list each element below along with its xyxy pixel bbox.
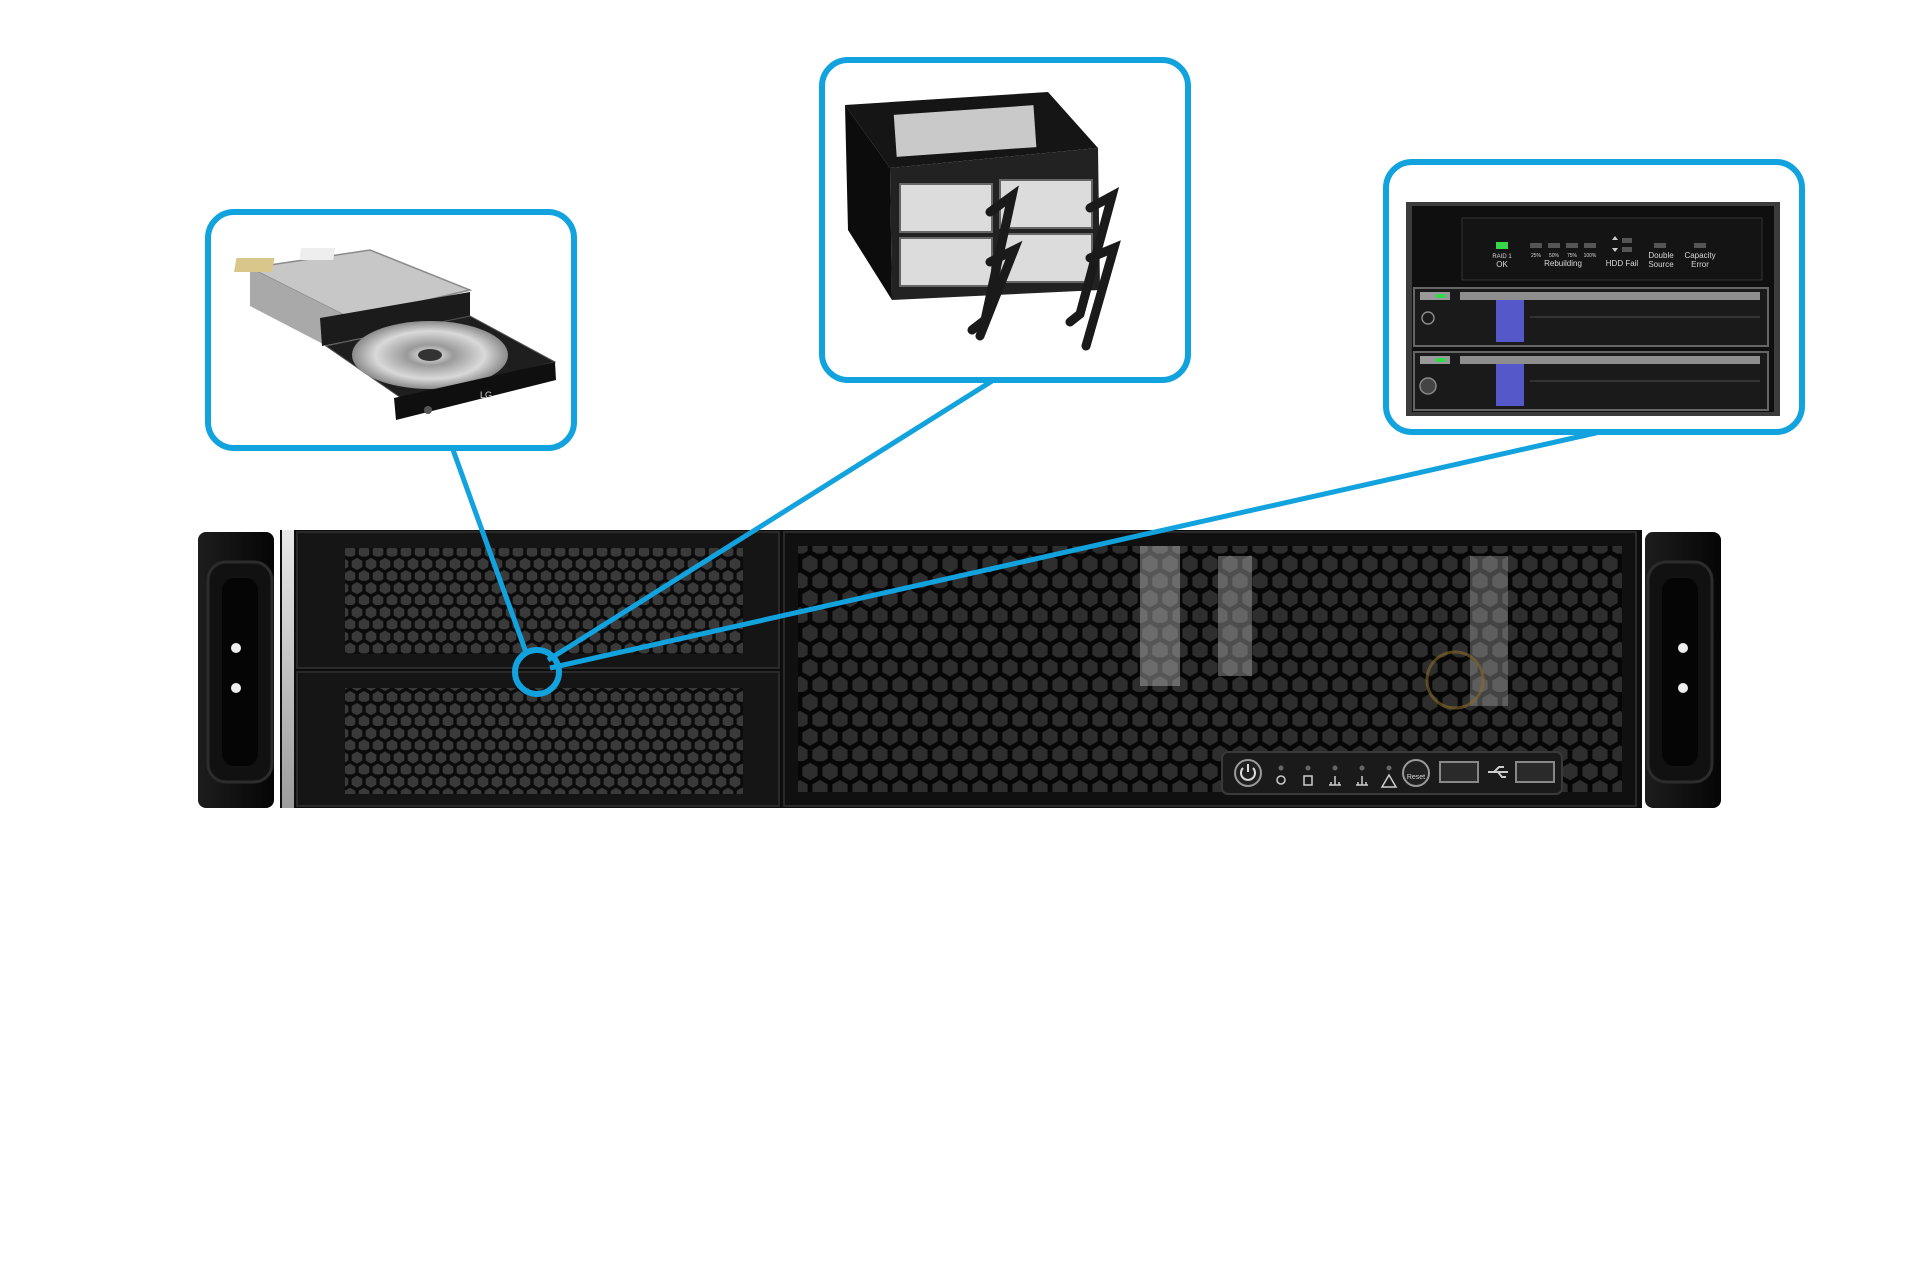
usb-port-1[interactable] (1439, 761, 1479, 783)
raid-ok-label: OK (1496, 260, 1508, 269)
warning-icon (1380, 765, 1398, 788)
lan1-icon (1329, 765, 1341, 786)
reset-label: Reset (1407, 774, 1425, 781)
raid-bay-2[interactable] (1413, 351, 1769, 411)
power-button[interactable] (1234, 759, 1262, 787)
usb-port-2[interactable] (1515, 761, 1555, 783)
raid-status-panel: RAID 1 OK 25% 50% 75% 100% Rebuilding HD… (1461, 217, 1763, 281)
hdd-icon (1303, 765, 1313, 786)
raid-ok-led (1496, 242, 1508, 249)
mobile-rack-image (845, 92, 1121, 351)
light-icon (1276, 765, 1286, 785)
drive-bay-lower (296, 671, 780, 807)
server-chassis: Reset (198, 530, 1721, 808)
pct-50-label: 50% (1549, 253, 1560, 259)
optical-drive-image: LG (234, 248, 557, 420)
raid-bay-1[interactable] (1413, 287, 1769, 347)
status-led-icons (1276, 765, 1398, 788)
callout-leader-lines (449, 373, 1601, 671)
double-source-line1: Double (1648, 251, 1674, 260)
front-grille (783, 531, 1637, 807)
capacity-error-line2: Error (1691, 260, 1709, 269)
reset-button[interactable]: Reset (1402, 759, 1430, 787)
capacity-error-line1: Capacity (1684, 251, 1715, 260)
right-rack-ear (1645, 532, 1721, 808)
raid-rack-image: RAID 1 OK 25% 50% 75% 100% Rebuilding HD… (1406, 202, 1780, 416)
callout-optical-drive: LG (205, 209, 577, 451)
pct-75-label: 75% (1567, 253, 1578, 259)
rebuilding-label: Rebuilding (1544, 259, 1582, 268)
callout-raid-rack: RAID 1 OK 25% 50% 75% 100% Rebuilding HD… (1383, 159, 1805, 435)
double-source-line2: Source (1648, 260, 1674, 269)
callout-mobile-rack (819, 57, 1191, 383)
front-control-panel: Reset (1221, 751, 1563, 795)
left-rack-ear (198, 532, 274, 808)
optical-drive-brand-label: LG (480, 390, 492, 400)
focus-circle (512, 647, 562, 697)
raid-mode-label: RAID 1 (1492, 254, 1512, 260)
usb-icon (1488, 766, 1508, 778)
hdd-fail-label: HDD Fail (1606, 259, 1639, 268)
lan2-icon (1356, 765, 1368, 786)
pct-25-label: 25% (1531, 253, 1542, 259)
pct-100-label: 100% (1584, 253, 1597, 259)
drive-bay-upper (296, 531, 780, 669)
optical-drive-eject-icon (424, 406, 432, 414)
